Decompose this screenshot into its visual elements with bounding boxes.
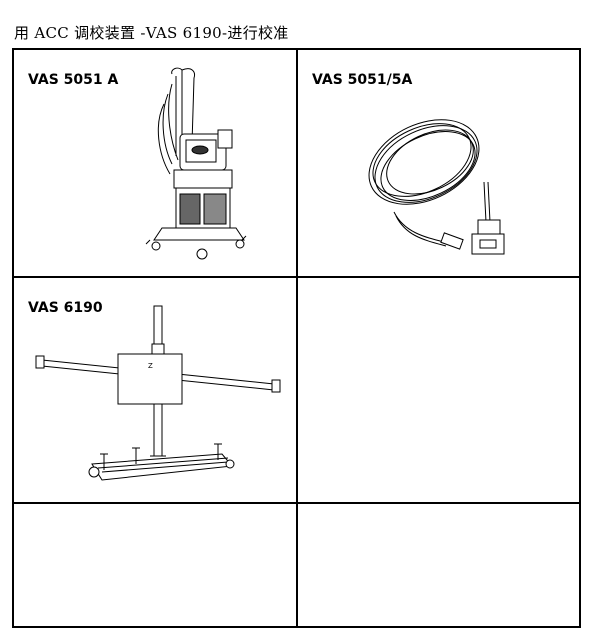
cell-label-vas-6190: VAS 6190 bbox=[28, 300, 103, 316]
equipment-table: VAS 5051 A VAS 5051/5A bbox=[12, 48, 581, 628]
table-row-divider bbox=[14, 276, 579, 278]
coiled-cable-illustration bbox=[354, 102, 514, 262]
document-title: 用 ACC 调校装置 -VAS 6190-进行校准 bbox=[14, 24, 289, 42]
table-column-divider bbox=[296, 50, 298, 626]
diagnostic-cart-illustration bbox=[132, 64, 252, 264]
cell-label-vas-5051-a: VAS 5051 A bbox=[28, 72, 119, 88]
table-row-divider bbox=[14, 502, 579, 504]
svg-text:Z: Z bbox=[148, 362, 153, 370]
cell-label-vas-5051-5a: VAS 5051/5A bbox=[312, 72, 413, 88]
adjustment-fixture-illustration: Z bbox=[32, 304, 292, 484]
